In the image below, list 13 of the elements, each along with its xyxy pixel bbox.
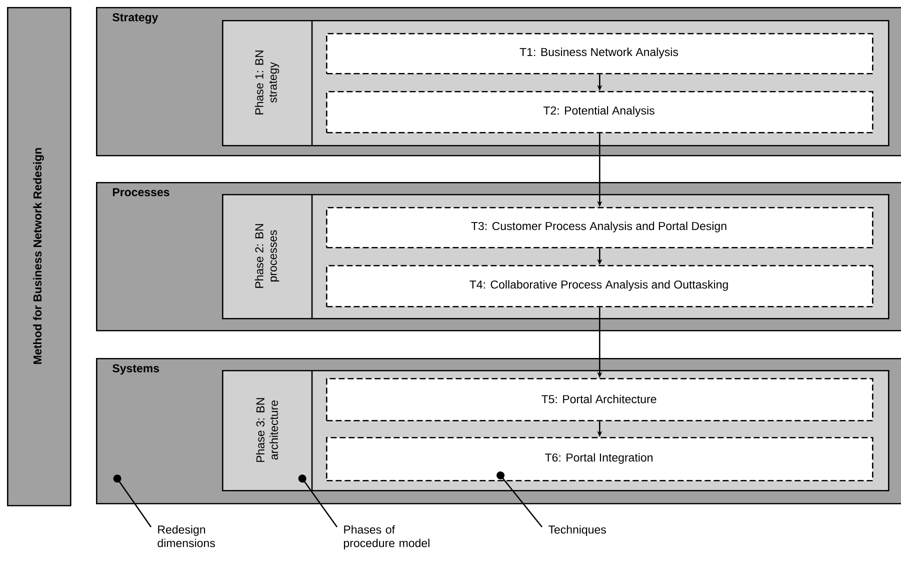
side-band: Method for Business Network Redesign — [7, 7, 72, 506]
technique-box: T4: Collaborative Process Analysis and Outtasking — [326, 265, 874, 308]
technique-box: T3: Customer Process Analysis and Portal Design — [326, 207, 874, 248]
leader-line — [298, 474, 338, 528]
technique-box: T2: Potential Analysis — [326, 91, 874, 134]
technique-box: T1: Business Network Analysis — [326, 33, 874, 74]
callout-text: Techniques — [548, 525, 606, 536]
technique-box: T6: Portal Integration — [326, 437, 874, 482]
callout-text: Phases of procedure model — [344, 525, 430, 550]
leader-line — [113, 474, 152, 528]
technique-box: T5: Portal Architecture — [326, 378, 874, 422]
callout-text: Redesign dimensions — [158, 525, 215, 548]
leader-line — [496, 471, 543, 528]
